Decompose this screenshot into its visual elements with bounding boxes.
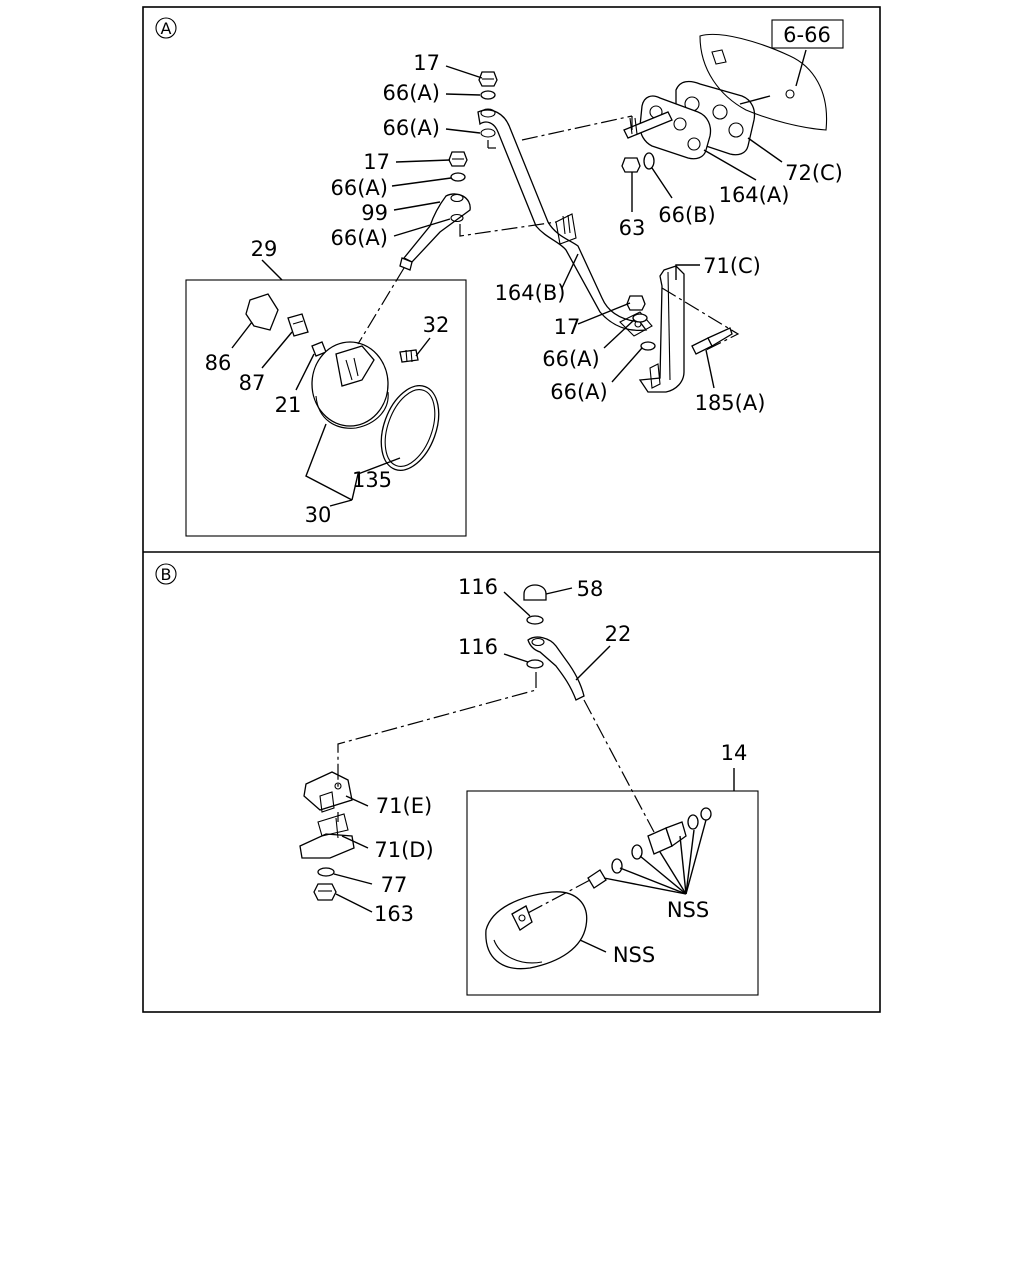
callout-labels: 17 66(A) 66(A) 17 66(A) 99 66(A) 29 86 8… (205, 51, 843, 967)
label-nss-2: NSS (613, 943, 655, 967)
leaders-section-a (231, 49, 807, 507)
section-b-marker: B (155, 563, 177, 585)
washer-77 (317, 867, 335, 877)
label-86: 86 (205, 351, 232, 375)
mirror-head-30 (311, 341, 389, 429)
washer-66a-3 (450, 172, 466, 182)
bracket-164a (639, 95, 712, 160)
label-66a-2: 66(A) (383, 116, 440, 140)
nut-63 (621, 157, 641, 173)
nut-163 (313, 883, 337, 901)
label-71c: 71(C) (703, 254, 761, 278)
label-77: 77 (381, 873, 408, 897)
label-99: 99 (361, 201, 388, 225)
bracket-71c (638, 265, 685, 393)
dash-lines-section-b (337, 672, 655, 915)
screw-32 (399, 349, 419, 363)
outer-frame (142, 6, 881, 1013)
label-nss-1: NSS (667, 898, 709, 922)
label-71d: 71(D) (374, 838, 433, 862)
section-a-label: A (161, 19, 172, 38)
label-164b: 164(B) (495, 281, 566, 305)
mirror-assembly-box-29 (185, 279, 467, 537)
cap-nut-58 (523, 584, 547, 601)
label-29: 29 (251, 237, 278, 261)
reference-box-6-66[interactable]: 6-66 (771, 19, 844, 49)
washer-116-mid (526, 659, 544, 669)
label-66a-6: 66(A) (550, 380, 607, 404)
mirror-assembly-box-14 (466, 790, 759, 996)
mirror-head-nss (485, 891, 588, 970)
label-17-mid: 17 (363, 150, 390, 174)
label-116-top: 116 (458, 575, 498, 599)
label-66a-4: 66(A) (331, 226, 388, 250)
label-116-mid: 116 (458, 635, 498, 659)
nut-17-top (478, 71, 498, 87)
label-14: 14 (721, 741, 748, 765)
label-22: 22 (605, 622, 632, 646)
washer-66a-5 (632, 313, 648, 323)
label-66a-1: 66(A) (383, 81, 440, 105)
nut-17-mid (448, 151, 468, 167)
reference-box-label: 6-66 (783, 23, 831, 47)
clip-87 (287, 313, 309, 337)
mirror-stay-22 (527, 636, 585, 701)
stud-bracket-top (623, 111, 673, 139)
bracket-71d (299, 813, 355, 859)
washer-66a-1 (480, 90, 496, 100)
label-87: 87 (239, 371, 266, 395)
label-66b: 66(B) (658, 203, 716, 227)
mirror-arm-99 (399, 193, 471, 271)
section-a-marker: A (155, 17, 177, 39)
section-b-label: B (161, 565, 172, 584)
label-63: 63 (619, 216, 646, 240)
label-72c: 72(C) (785, 161, 843, 185)
label-66a-5: 66(A) (542, 347, 599, 371)
leaders-section-b (333, 587, 735, 953)
label-66a-3: 66(A) (331, 176, 388, 200)
label-32: 32 (423, 313, 450, 337)
washer-66b (643, 152, 655, 170)
label-71e: 71(E) (376, 794, 432, 818)
washer-116-top (526, 615, 544, 625)
label-30: 30 (305, 503, 332, 527)
label-21: 21 (275, 393, 302, 417)
label-185a: 185(A) (695, 391, 766, 415)
small-parts-nss (587, 807, 712, 889)
mirror-glass-135 (380, 385, 440, 471)
label-164a: 164(A) (719, 183, 790, 207)
bolt-185a (691, 327, 733, 355)
label-17-top: 17 (413, 51, 440, 75)
door-panel-6-66 (699, 33, 828, 131)
label-135: 135 (352, 468, 392, 492)
label-17-low: 17 (554, 315, 581, 339)
washer-66a-6 (640, 341, 656, 351)
mirror-cover-86 (245, 293, 279, 331)
label-58: 58 (577, 577, 604, 601)
label-163: 163 (374, 902, 414, 926)
bracket-71e (303, 771, 353, 813)
mirror-stay-164b (477, 108, 653, 337)
dash-lines-section-a (357, 115, 740, 351)
